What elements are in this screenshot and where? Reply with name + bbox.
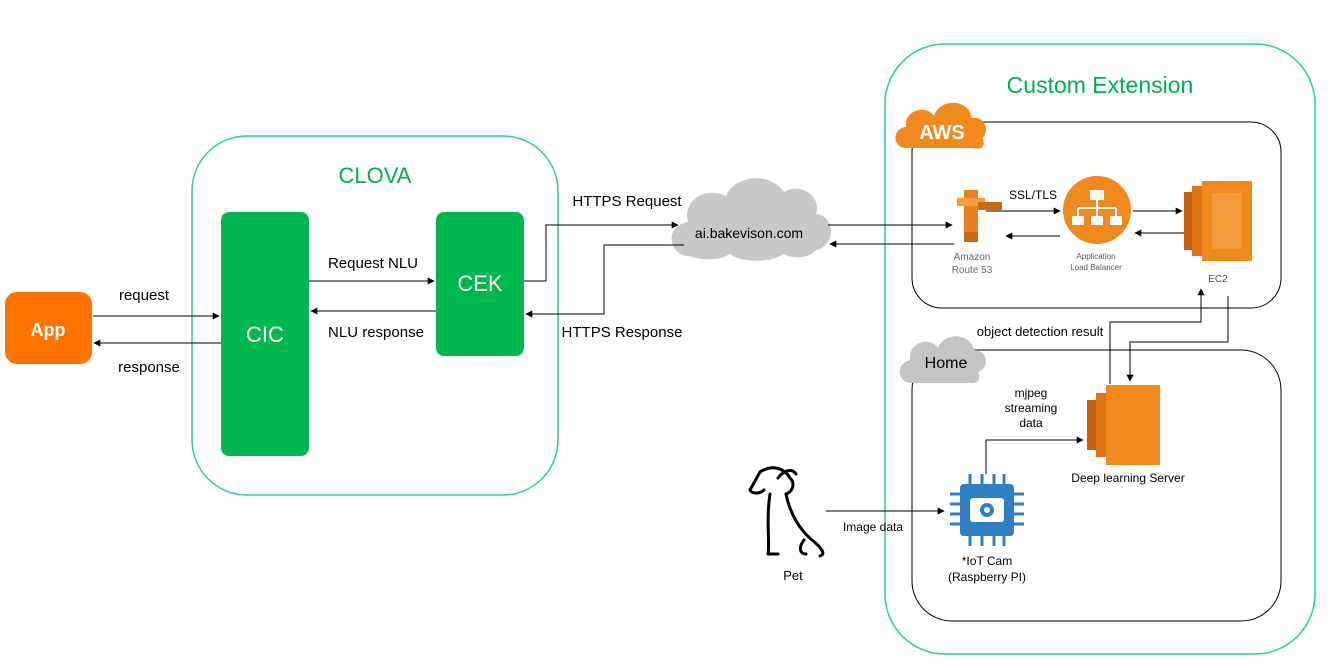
label-object-detection: object detection result bbox=[977, 324, 1104, 339]
label-response: response bbox=[118, 359, 180, 376]
label-request: request bbox=[119, 287, 170, 304]
clova-title: CLOVA bbox=[339, 163, 412, 188]
cic-label: CIC bbox=[246, 322, 284, 347]
cek-label: CEK bbox=[457, 271, 503, 296]
pet-label: Pet bbox=[783, 568, 803, 583]
label-https-request: HTTPS Request bbox=[572, 193, 682, 210]
edge-https-response bbox=[525, 244, 684, 318]
ec2-label: EC2 bbox=[1208, 274, 1228, 285]
server-icon bbox=[1087, 385, 1160, 465]
alb-label-2: Load Balancer bbox=[1070, 263, 1122, 272]
edges bbox=[93, 207, 1229, 515]
iot-label-2: (Raspberry PI) bbox=[948, 570, 1026, 584]
label-image-data: Image data bbox=[843, 520, 903, 534]
cek-node bbox=[436, 212, 524, 356]
route53-label-1: Amazon bbox=[954, 252, 991, 263]
cloud-icon bbox=[899, 336, 986, 384]
cic-node bbox=[221, 212, 309, 456]
label-mjpeg-1: mjpeg bbox=[1015, 386, 1048, 400]
custom-extension-title: Custom Extension bbox=[1007, 72, 1194, 98]
home-group bbox=[911, 349, 1282, 622]
cloud-label: ai.bakevison.com bbox=[695, 225, 803, 241]
aws-cloud-icon bbox=[895, 102, 987, 149]
edge-object-detection bbox=[1109, 288, 1205, 384]
label-mjpeg-2: streaming bbox=[1005, 401, 1058, 415]
route53-icon bbox=[957, 190, 1002, 242]
aws-title: AWS bbox=[919, 122, 965, 144]
app-label: App bbox=[31, 320, 66, 340]
edge-https-request bbox=[524, 221, 679, 282]
label-nlu-response: NLU response bbox=[328, 324, 424, 341]
route53-label-2: Route 53 bbox=[952, 265, 993, 276]
edge-ec2-to-server bbox=[1126, 296, 1229, 382]
label-ssl-tls: SSL/TLS bbox=[1009, 188, 1057, 202]
ec2-icon bbox=[1184, 181, 1252, 261]
internet-cloud-icon bbox=[671, 178, 831, 261]
label-https-response: HTTPS Response bbox=[562, 324, 683, 341]
deep-server-label: Deep learning Server bbox=[1071, 471, 1184, 485]
label-request-nlu: Request NLU bbox=[328, 255, 418, 272]
label-mjpeg-3: data bbox=[1019, 416, 1043, 430]
camera-chip-icon bbox=[950, 474, 1024, 546]
home-title: Home bbox=[925, 355, 968, 372]
iot-label-1: *IoT Cam bbox=[962, 554, 1012, 568]
alb-label-1: Application bbox=[1076, 252, 1115, 261]
edge-mjpeg bbox=[985, 436, 1084, 474]
app-node bbox=[5, 292, 92, 364]
dog-icon bbox=[748, 466, 825, 558]
load-balancer-icon bbox=[1063, 176, 1131, 244]
